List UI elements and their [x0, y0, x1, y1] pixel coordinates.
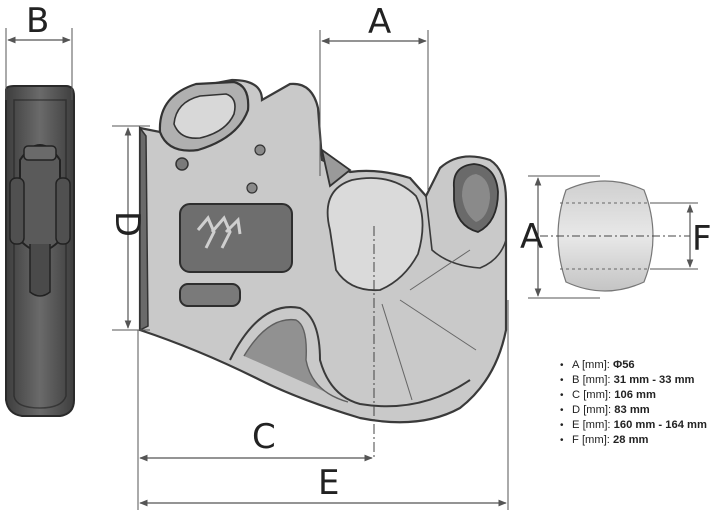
hitch-body [138, 78, 508, 424]
spec-item-b: •B [mm]: 31 mm - 33 mm [560, 374, 695, 386]
dimension-c: C [137, 330, 373, 510]
label-f: F [692, 219, 712, 259]
spec-item-a: •A [mm]: Φ56 [560, 359, 635, 371]
dimension-a-top: A [319, 2, 429, 190]
side-view [5, 85, 75, 417]
dimension-d: D [107, 125, 150, 331]
dimension-b: B [5, 1, 73, 100]
dimension-e: E [139, 300, 509, 510]
logo-plate [179, 203, 293, 273]
label-c: C [252, 417, 276, 457]
spec-item-d: •D [mm]: 83 mm [560, 404, 650, 416]
spec-item-f: •F [mm]: 28 mm [560, 434, 649, 446]
spec-list: •A [mm]: Φ56 •B [mm]: 31 mm - 33 mm •C [… [560, 358, 707, 448]
spec-item-c: •C [mm]: 106 mm [560, 389, 656, 401]
hitch-plate [138, 78, 508, 424]
label-e: E [318, 463, 339, 503]
label-a-top: A [368, 2, 391, 42]
brand-logo-icon [196, 215, 242, 249]
label-a-ball: A [520, 217, 543, 257]
ball-view: A F [520, 175, 712, 299]
label-d: D [107, 211, 147, 237]
label-b: B [26, 1, 49, 41]
spec-item-e: •E [mm]: 160 mm - 164 mm [560, 419, 707, 431]
